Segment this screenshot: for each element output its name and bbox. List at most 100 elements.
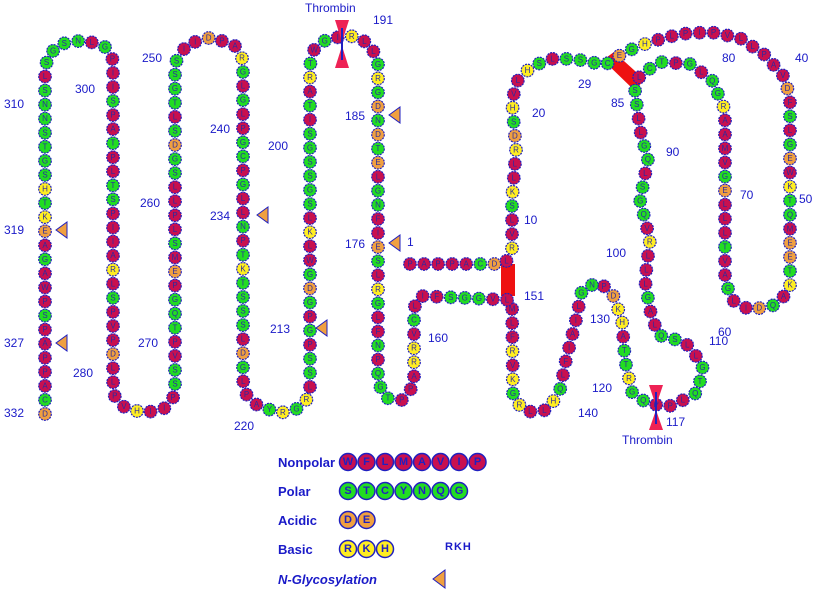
residue-letter: L — [173, 197, 178, 206]
residue-bead — [638, 166, 653, 181]
residue-bead — [783, 264, 797, 278]
residue-letter: T — [111, 139, 116, 148]
residue-bead — [640, 221, 654, 236]
residue-bead — [371, 127, 385, 142]
residue-bead — [716, 99, 731, 114]
residue-bead — [201, 31, 216, 45]
legend-residue-bead — [431, 452, 450, 472]
residue-bead — [545, 52, 560, 66]
residue-bead — [508, 156, 522, 171]
residue-bead — [303, 154, 317, 169]
residue-bead — [106, 94, 120, 108]
residue-bead — [757, 47, 772, 62]
residue-letter: L — [576, 302, 581, 311]
residue-bead — [642, 234, 657, 249]
residue-bead — [571, 299, 586, 314]
residue-letter: I — [745, 303, 747, 312]
residue-letter: P — [110, 307, 115, 316]
residue-letter: S — [42, 128, 47, 137]
residue-number: 117 — [666, 415, 685, 429]
residue-letter: I — [112, 223, 114, 232]
residue-letter: I — [183, 45, 185, 54]
residue-bead — [371, 113, 385, 128]
residue-letter: T — [43, 142, 48, 151]
residue-letter: L — [90, 38, 95, 47]
residue-letter: G — [462, 293, 468, 302]
residue-bead — [168, 166, 182, 181]
residue-letter: W — [41, 283, 49, 292]
residue-letter: D — [240, 349, 246, 358]
residue-bead — [168, 264, 182, 279]
residue-bead — [638, 37, 652, 51]
residue-letter: S — [448, 293, 453, 302]
legend-swatch-polar — [338, 481, 469, 501]
residue-letter: P — [110, 55, 115, 64]
residue-bead — [371, 282, 385, 297]
residue-bead — [236, 276, 250, 290]
residue-letter: S — [240, 321, 245, 330]
residue-letter: L — [528, 407, 533, 416]
residue-letter: Q — [692, 389, 698, 398]
residue-letter: S — [537, 59, 542, 68]
residue-bead — [106, 65, 120, 80]
residue-letter: S — [509, 202, 514, 211]
residue-bead — [166, 390, 181, 405]
residue-letter: T — [788, 196, 793, 205]
residue-bead — [506, 386, 520, 401]
residue-letter: F — [434, 292, 439, 301]
residue-letter: A — [110, 251, 116, 260]
residue-number: 40 — [795, 51, 809, 65]
residue-bead — [459, 257, 474, 271]
residue-letter: Q — [375, 369, 381, 378]
residue-bead — [169, 53, 184, 68]
residue-bead — [783, 151, 797, 166]
legend: Nonpolar WFLMAVIP Polar STCYNQG Acidic D… — [278, 452, 487, 589]
residue-bead — [783, 179, 797, 194]
residue-letter: Q — [640, 396, 646, 405]
residue-letter: G — [375, 60, 381, 69]
residue-bead — [417, 257, 432, 271]
residue-letter: S — [307, 354, 312, 363]
residue-bead — [236, 79, 250, 93]
residue-letter: L — [731, 296, 736, 305]
legend-swatch-acidic — [338, 510, 376, 530]
residue-letter: S — [172, 239, 177, 248]
residue-letter: G — [307, 186, 313, 195]
residue-bead — [445, 257, 460, 271]
residue-bead — [635, 180, 650, 195]
residue-number: 140 — [578, 406, 598, 420]
residue-bead — [718, 239, 732, 254]
residue-letter: R — [110, 265, 116, 274]
residue-bead — [553, 382, 568, 396]
residue-number: 185 — [345, 109, 365, 123]
residue-bead — [236, 360, 250, 375]
residue-letter: H — [619, 318, 625, 327]
residue-bead — [371, 310, 385, 325]
residue-bead — [168, 81, 182, 96]
residue-bead — [629, 97, 644, 112]
legend-label-polar: Polar — [278, 484, 311, 499]
residue-letter: S — [172, 169, 177, 178]
residue-number: 191 — [373, 13, 393, 27]
residue-bead — [647, 318, 662, 332]
residue-bead — [262, 402, 277, 417]
residue-bead — [612, 48, 627, 63]
residue-letter: I — [309, 115, 311, 124]
residue-number: 120 — [592, 381, 612, 395]
residue-letter: D — [756, 304, 762, 313]
residue-letter: R — [280, 408, 286, 417]
residue-letter: A — [42, 381, 48, 390]
residue-letter: V — [411, 330, 417, 339]
residue-bead — [303, 211, 317, 226]
residue-bead — [783, 193, 797, 208]
residue-letter: K — [616, 305, 622, 314]
residue-bead — [168, 67, 182, 82]
residue-number: 240 — [210, 122, 230, 136]
residue-number: 60 — [718, 325, 732, 339]
residue-letter: S — [110, 195, 115, 204]
residue-bead — [632, 70, 647, 85]
residue-letter: F — [376, 327, 381, 336]
residue-bead — [718, 113, 732, 128]
residue-bead — [654, 55, 669, 69]
